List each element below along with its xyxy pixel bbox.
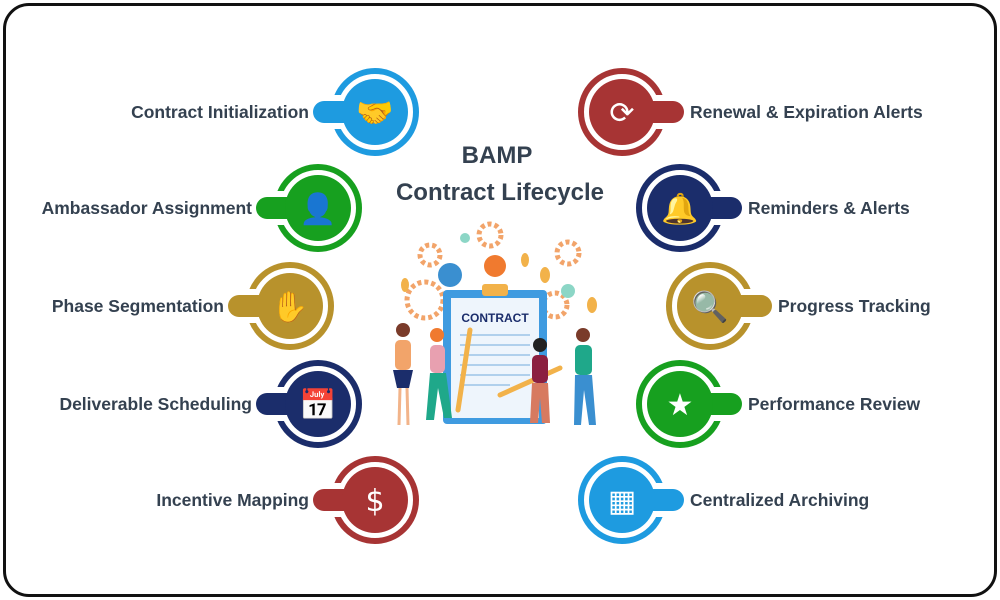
lifecycle-item-reminders-alerts: 🔔 Reminders & Alerts (636, 164, 910, 252)
item-label: Centralized Archiving (690, 490, 869, 510)
icon-circle (677, 273, 743, 339)
icon-circle (257, 273, 323, 339)
lifecycle-item-deliverable-scheduling: 📅 Deliverable Scheduling (59, 360, 362, 448)
lifecycle-item-phase-segmentation: ✋ Phase Segmentation (52, 262, 334, 350)
item-label: Performance Review (748, 394, 921, 414)
renewal-cycle-icon: ⟳ (609, 96, 634, 131)
ball-icon (438, 263, 462, 287)
lifecycle-item-renewal-expiration-alerts: ⟳ Renewal & Expiration Alerts (578, 68, 923, 156)
lifecycle-item-centralized-archiving: ▦ Centralized Archiving (578, 456, 869, 544)
clipboard-label: CONTRACT (461, 311, 529, 325)
item-label: Ambassador Assignment (42, 198, 253, 218)
item-label: Deliverable Scheduling (59, 394, 252, 414)
item-label: Incentive Mapping (156, 490, 309, 510)
icon-circle (647, 175, 713, 241)
handshake-document-icon: 🤝 (356, 96, 393, 131)
icon-circle (589, 467, 655, 533)
icon-circle (285, 175, 351, 241)
people-figures (393, 323, 596, 426)
icon-circle (589, 79, 655, 145)
icon-circle (647, 371, 713, 437)
lifecycle-item-incentive-mapping: $ Incentive Mapping (156, 456, 419, 544)
lifecycle-item-contract-initialization: 🤝 Contract Initialization (131, 68, 419, 156)
calendar-clock-icon: 📅 (299, 387, 336, 423)
money-bags-hand-icon: $ (365, 484, 384, 519)
chart-magnifier-icon: 🔍 (691, 287, 728, 325)
contract-illustration: CONTRACT (393, 221, 597, 426)
bell-icon: 🔔 (661, 192, 698, 227)
archive-shelves-icon: ▦ (608, 484, 636, 519)
title-line-2: Contract Lifecycle (396, 179, 604, 206)
title-line-1: BAMP (462, 142, 533, 169)
rating-stars-icon: ★ (667, 388, 694, 423)
lifecycle-item-performance-review: ★ Performance Review (636, 360, 921, 448)
person-badge-icon: 👤 (299, 191, 336, 227)
icon-circle (342, 467, 408, 533)
item-label: Renewal & Expiration Alerts (690, 102, 923, 122)
item-label: Contract Initialization (131, 102, 309, 122)
item-label: Reminders & Alerts (748, 198, 910, 218)
lifecycle-item-progress-tracking: 🔍 Progress Tracking (666, 262, 931, 350)
ball-icon (484, 255, 506, 277)
item-label: Progress Tracking (778, 296, 931, 316)
icon-circle (285, 371, 351, 437)
icon-circle (342, 79, 408, 145)
lifecycle-item-ambassador-assignment: 👤 Ambassador Assignment (42, 164, 362, 252)
item-label: Phase Segmentation (52, 296, 224, 316)
hands-phases-icon: ✋ (271, 289, 308, 325)
